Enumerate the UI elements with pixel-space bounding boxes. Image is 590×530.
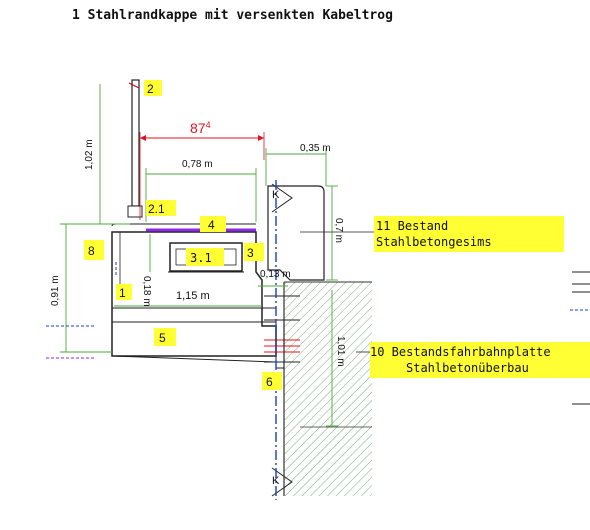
dimension-labels: 874 0,78 m 0,35 m 1,02 m 0,91 m 0,18 m 0… <box>50 120 346 367</box>
label-5: 5 <box>159 331 166 345</box>
right-edge-marks <box>572 271 590 405</box>
existing-slab <box>283 281 372 496</box>
dim-0-35: 0,35 m <box>300 143 331 154</box>
dim-1-15: 1,15 m <box>176 290 210 302</box>
dim-0-18: 0,18 m <box>141 276 152 307</box>
k-mark-bottom: K <box>272 475 280 487</box>
leader-lines <box>300 231 374 353</box>
k-mark-top: K <box>272 189 280 201</box>
label-11-line1: 11 Bestand <box>376 219 448 233</box>
anchor-bolts <box>264 295 300 369</box>
dim-0-78: 0,78 m <box>182 159 213 170</box>
label-10-line2: Stahlbetonüberbau <box>406 361 529 375</box>
existing-cornice <box>267 183 325 497</box>
label-10-line1: 10 Bestandsfahrbahnplatte <box>370 345 551 359</box>
dim-1-02: 1,02 m <box>84 139 95 170</box>
part-labels: 2 2.1 4 8 3.1 3 1 5 6 11 Bestand Stahlbe… <box>84 80 590 390</box>
railing-post <box>127 79 143 218</box>
dimension-87-4 <box>139 132 265 220</box>
label-6: 6 <box>266 375 273 389</box>
label-2-1: 2.1 <box>148 202 165 216</box>
level-marks <box>46 262 590 359</box>
dim-87-4: 874 <box>190 120 211 136</box>
dim-1-01: 1,01 m <box>335 336 346 367</box>
label-1: 1 <box>119 286 126 300</box>
dim-0-13: 0,13 m <box>260 269 291 280</box>
green-dimension-lines <box>60 84 338 427</box>
label-3-1: 3.1 <box>190 251 212 265</box>
label-4: 4 <box>208 218 215 232</box>
page-title: 1 Stahlrandkappe mit versenkten Kabeltro… <box>72 8 393 23</box>
label-11-line2: Stahlbetongesims <box>376 235 492 249</box>
dim-0-7: 0,7 m <box>333 218 344 243</box>
label-3: 3 <box>247 246 254 260</box>
label-2: 2 <box>147 82 154 96</box>
label-8: 8 <box>88 244 95 258</box>
dim-0-91: 0,91 m <box>50 275 61 306</box>
